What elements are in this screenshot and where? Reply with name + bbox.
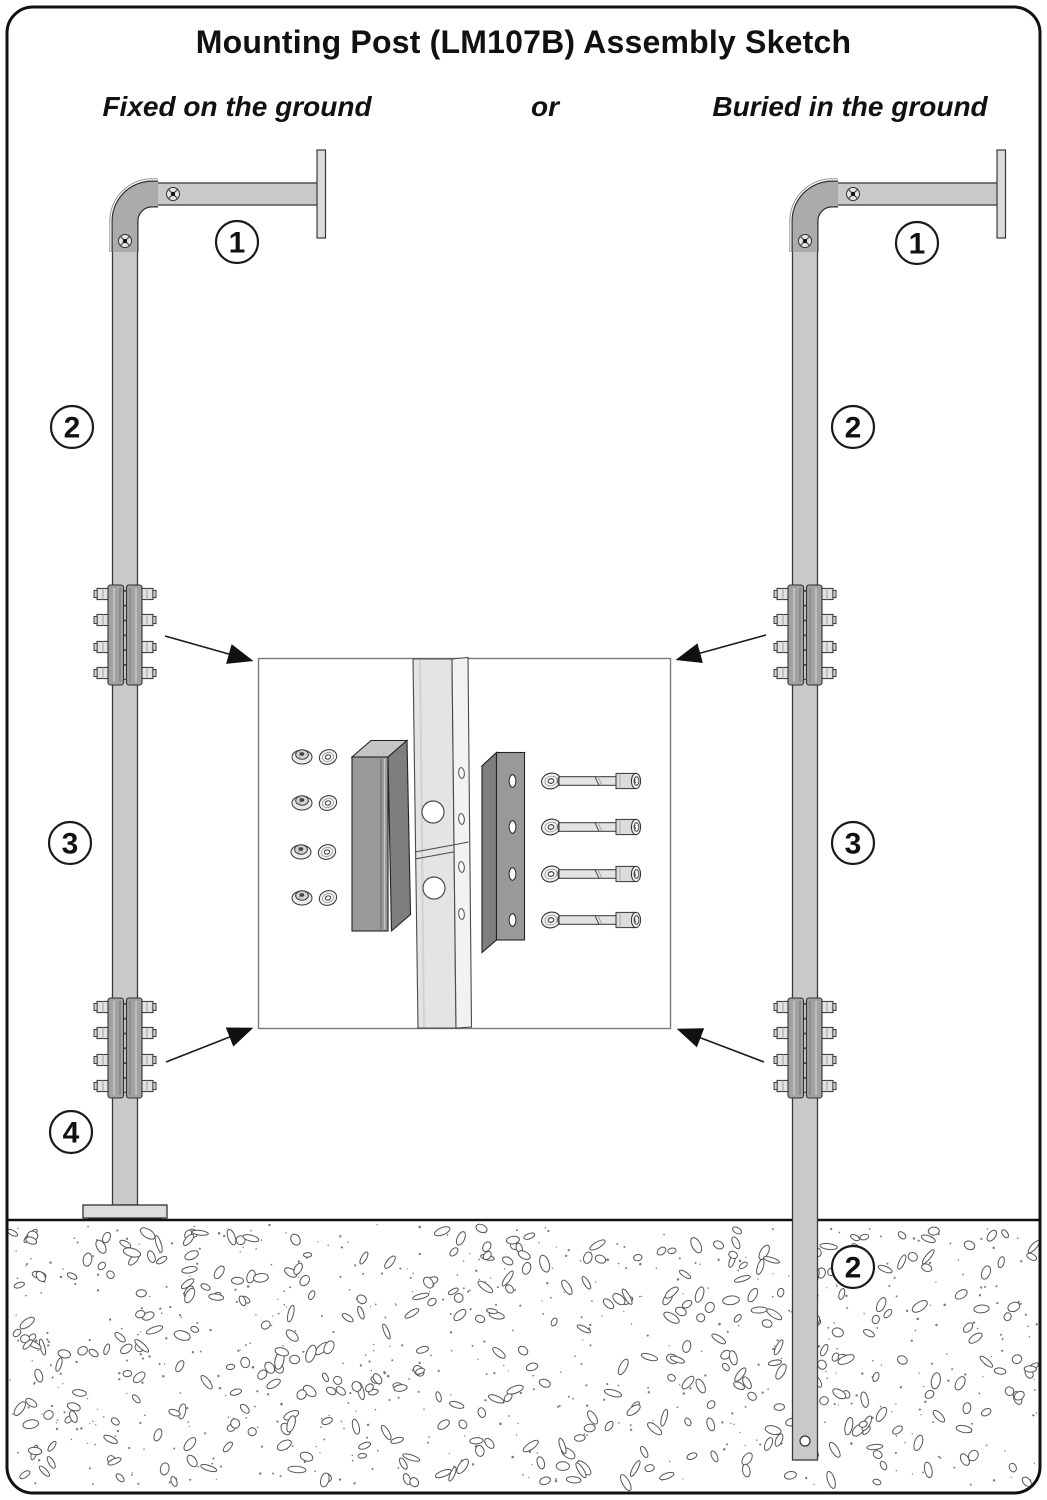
leader-arrows (164, 634, 767, 1063)
clamp-channel-right (480, 751, 526, 954)
option-fixed-label: Fixed on the ground (102, 91, 372, 122)
svg-text:4: 4 (63, 1117, 80, 1150)
post-seam-line (414, 851, 454, 860)
leader-arrow-bottom-left (165, 1027, 254, 1063)
callout-right-2: 2 (830, 404, 876, 450)
option-buried-label: Buried in the ground (712, 91, 988, 122)
right-post (791, 241, 819, 1461)
detail-post-front-face (412, 658, 457, 1029)
svg-text:1: 1 (909, 228, 926, 261)
svg-text:2: 2 (845, 1252, 862, 1285)
option-separator-label: or (531, 91, 559, 122)
flange-nut (291, 795, 313, 811)
post-bottom-hole (799, 1435, 811, 1447)
flange-nut (291, 890, 313, 906)
flange-nut (290, 844, 312, 860)
post-seam-line (414, 844, 454, 853)
svg-text:2: 2 (64, 412, 81, 445)
callout-right-1: 1 (894, 220, 940, 266)
page-title: Mounting Post (LM107B) Assembly Sketch (195, 24, 852, 60)
leader-arrow-top-left (164, 635, 254, 664)
svg-text:3: 3 (62, 828, 79, 861)
clamp-channel-left (350, 739, 412, 933)
ground-texture (8, 1223, 1039, 1492)
leader-arrow-bottom-right (676, 1028, 765, 1063)
callout-left-4: 4 (48, 1109, 94, 1155)
svg-text:1: 1 (229, 227, 246, 260)
leader-arrow-top-right (675, 634, 767, 664)
right-post-assembly (774, 150, 1006, 1461)
callout-left-3: 3 (47, 820, 93, 866)
left-post-assembly (82, 150, 326, 1221)
callout-left-1: 1 (214, 219, 260, 265)
svg-text:2: 2 (845, 412, 862, 445)
svg-text:3: 3 (845, 828, 862, 861)
callout-right-2-buried: 2 (830, 1244, 876, 1290)
post-bolt-hole (421, 800, 445, 824)
joint-detail-box (257, 656, 672, 1030)
callouts: 1 2 3 4 1 2 3 (47, 219, 940, 1290)
flange-nut (291, 749, 313, 765)
post-bolt-hole (422, 876, 446, 900)
page-border (5, 5, 1042, 1495)
detail-post-sections (412, 656, 473, 1029)
ground-area (8, 1223, 1039, 1492)
callout-left-2: 2 (49, 404, 95, 450)
left-post-base-plate (82, 1204, 168, 1219)
post-seam-line (452, 841, 469, 846)
callout-right-3: 3 (830, 820, 876, 866)
